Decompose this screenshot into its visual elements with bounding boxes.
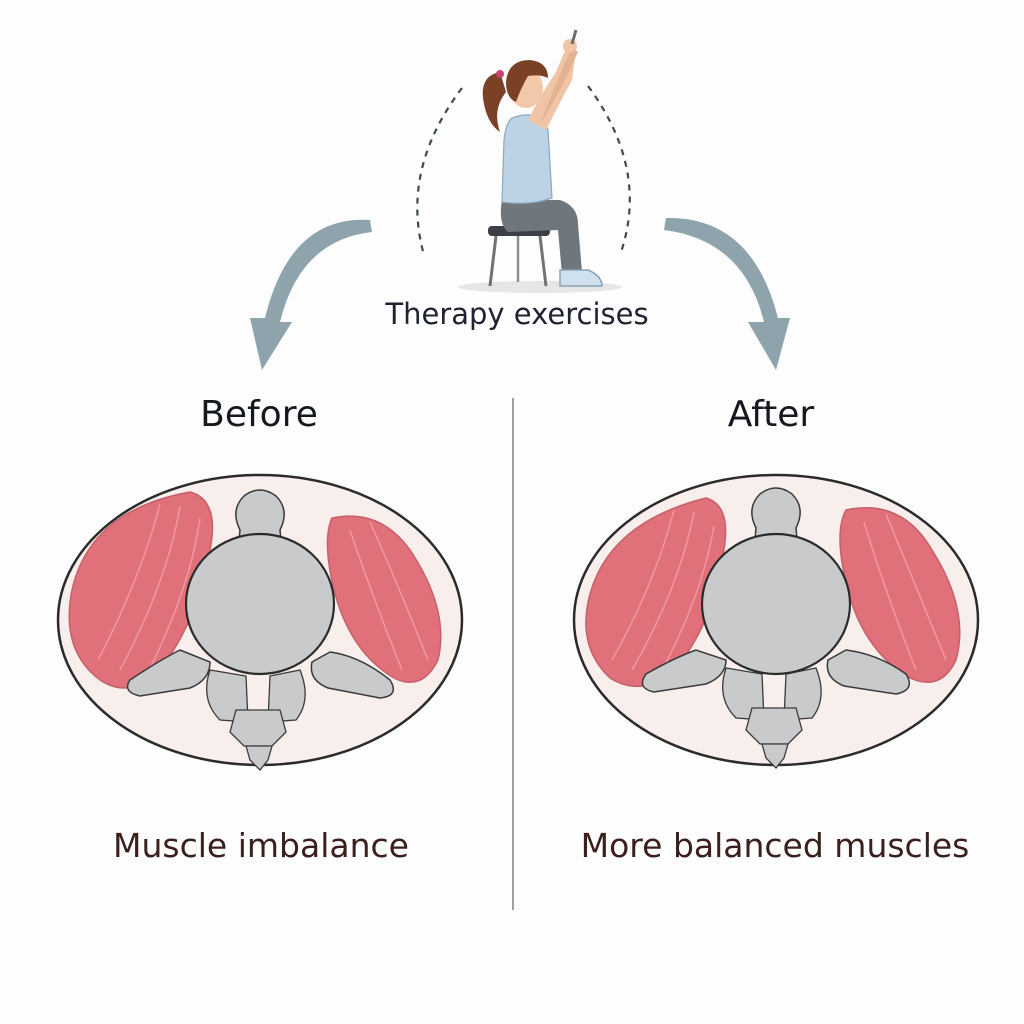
after-caption: More balanced muscles xyxy=(580,826,970,865)
before-muscle-left xyxy=(68,491,214,689)
exercise-label: Therapy exercises xyxy=(385,297,649,331)
after-cross-section xyxy=(572,473,980,769)
after-heading: After xyxy=(727,394,815,435)
before-cross-section xyxy=(56,473,464,771)
motion-arc-right xyxy=(587,85,631,256)
motion-arc-left xyxy=(416,87,463,256)
before-caption: Muscle imbalance xyxy=(113,826,409,865)
after-vertebral-body xyxy=(700,532,852,676)
before-heading: Before xyxy=(200,394,318,435)
before-vertebral-body xyxy=(184,532,336,676)
before-muscle-right xyxy=(326,515,442,683)
center-divider xyxy=(512,398,514,910)
